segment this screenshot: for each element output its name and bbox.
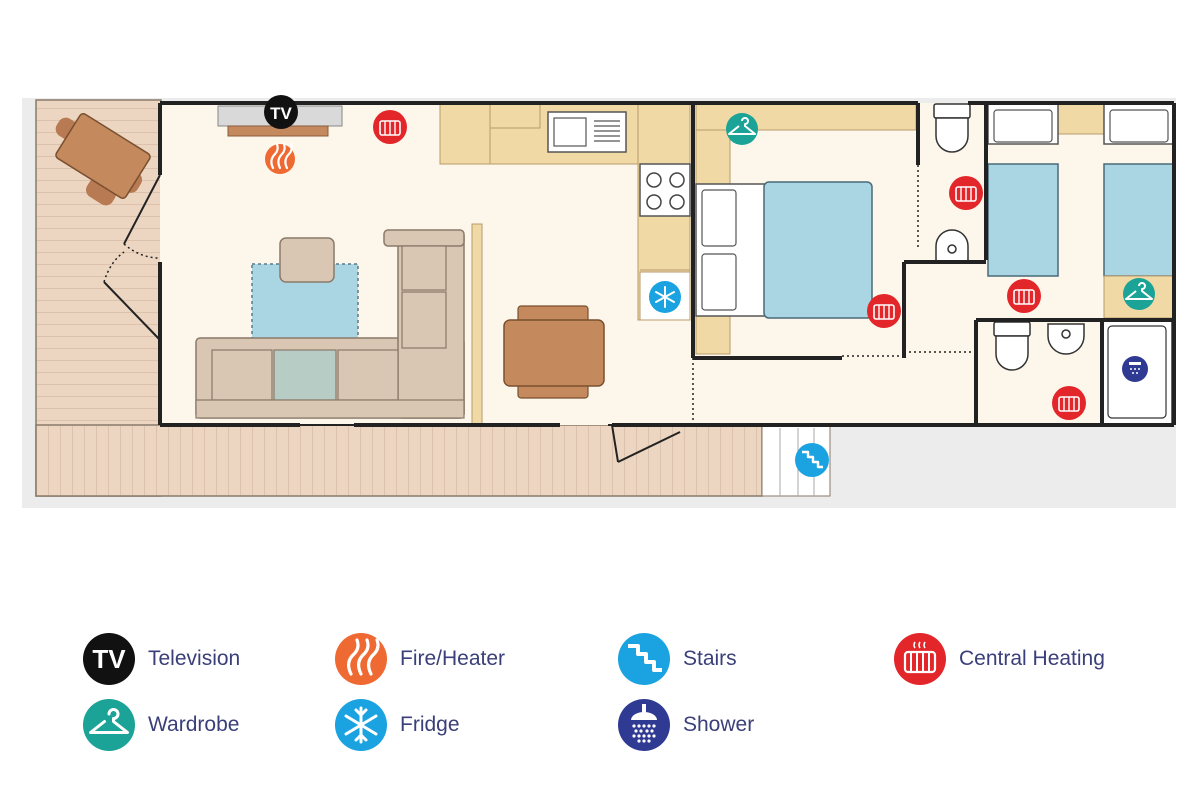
- kitchen-hob: [639, 163, 691, 217]
- legend-item-fridge: Fridge: [334, 698, 460, 752]
- double-bed: [763, 181, 873, 319]
- legend-item-shower: Shower: [617, 698, 754, 752]
- legend-item-stairs: Stairs: [617, 632, 737, 686]
- shower-icon: [618, 699, 670, 751]
- single-bed-1: [987, 163, 1059, 277]
- shower-marker: [1122, 356, 1148, 382]
- svg-text:TV: TV: [270, 104, 292, 123]
- legend-label-television: Television: [148, 647, 241, 670]
- fire-heater-marker: [265, 142, 295, 174]
- legend: TV Television Fire/Heater Stairs Central: [0, 620, 1200, 770]
- central-heating-marker-bathroom: [1052, 386, 1086, 420]
- snowflake-icon: [335, 699, 387, 751]
- toilet-1: [933, 103, 971, 153]
- basin-1: [935, 229, 969, 263]
- single-bed-2: [1103, 163, 1174, 277]
- legend-item-television: TV Television: [82, 632, 240, 686]
- decking-front: [35, 424, 763, 497]
- stairs-icon: [618, 633, 670, 685]
- central-heating-marker-twin: [1007, 279, 1041, 313]
- legend-label-central-heating: Central Heating: [959, 647, 1105, 670]
- legend-item-fire-heater: Fire/Heater: [334, 632, 505, 686]
- legend-label-stairs: Stairs: [683, 647, 737, 670]
- legend-item-wardrobe: Wardrobe: [82, 698, 239, 752]
- dining-table: [503, 305, 605, 399]
- radiator-icon: [894, 633, 946, 685]
- hanger-icon: [83, 699, 135, 751]
- tv-icon: TV: [83, 633, 135, 685]
- legend-label-shower: Shower: [683, 713, 755, 736]
- central-heating-marker-master: [867, 294, 901, 328]
- central-heating-marker-wc: [949, 176, 983, 210]
- basin-2: [1047, 323, 1085, 355]
- legend-item-central-heating: Central Heating: [893, 632, 1105, 686]
- wardrobe-marker-master: [726, 113, 758, 145]
- wardrobe-marker-twin: [1123, 278, 1155, 310]
- central-heating-marker-living: [373, 110, 407, 144]
- toilet-2: [993, 321, 1031, 371]
- stairs-marker: [795, 443, 829, 477]
- outdoor-dining-set: [55, 112, 151, 206]
- fridge-marker: [649, 281, 681, 313]
- legend-label-fridge: Fridge: [400, 713, 460, 736]
- armchair: [279, 237, 335, 283]
- floor-plan: TV: [22, 95, 1176, 508]
- room-divider: [471, 223, 483, 425]
- tv-marker: TV: [264, 95, 298, 129]
- fire-icon: [335, 633, 387, 685]
- legend-label-wardrobe: Wardrobe: [148, 713, 240, 736]
- corner-sofa: [195, 229, 465, 419]
- legend-label-fire-heater: Fire/Heater: [400, 647, 506, 670]
- svg-text:TV: TV: [92, 644, 126, 674]
